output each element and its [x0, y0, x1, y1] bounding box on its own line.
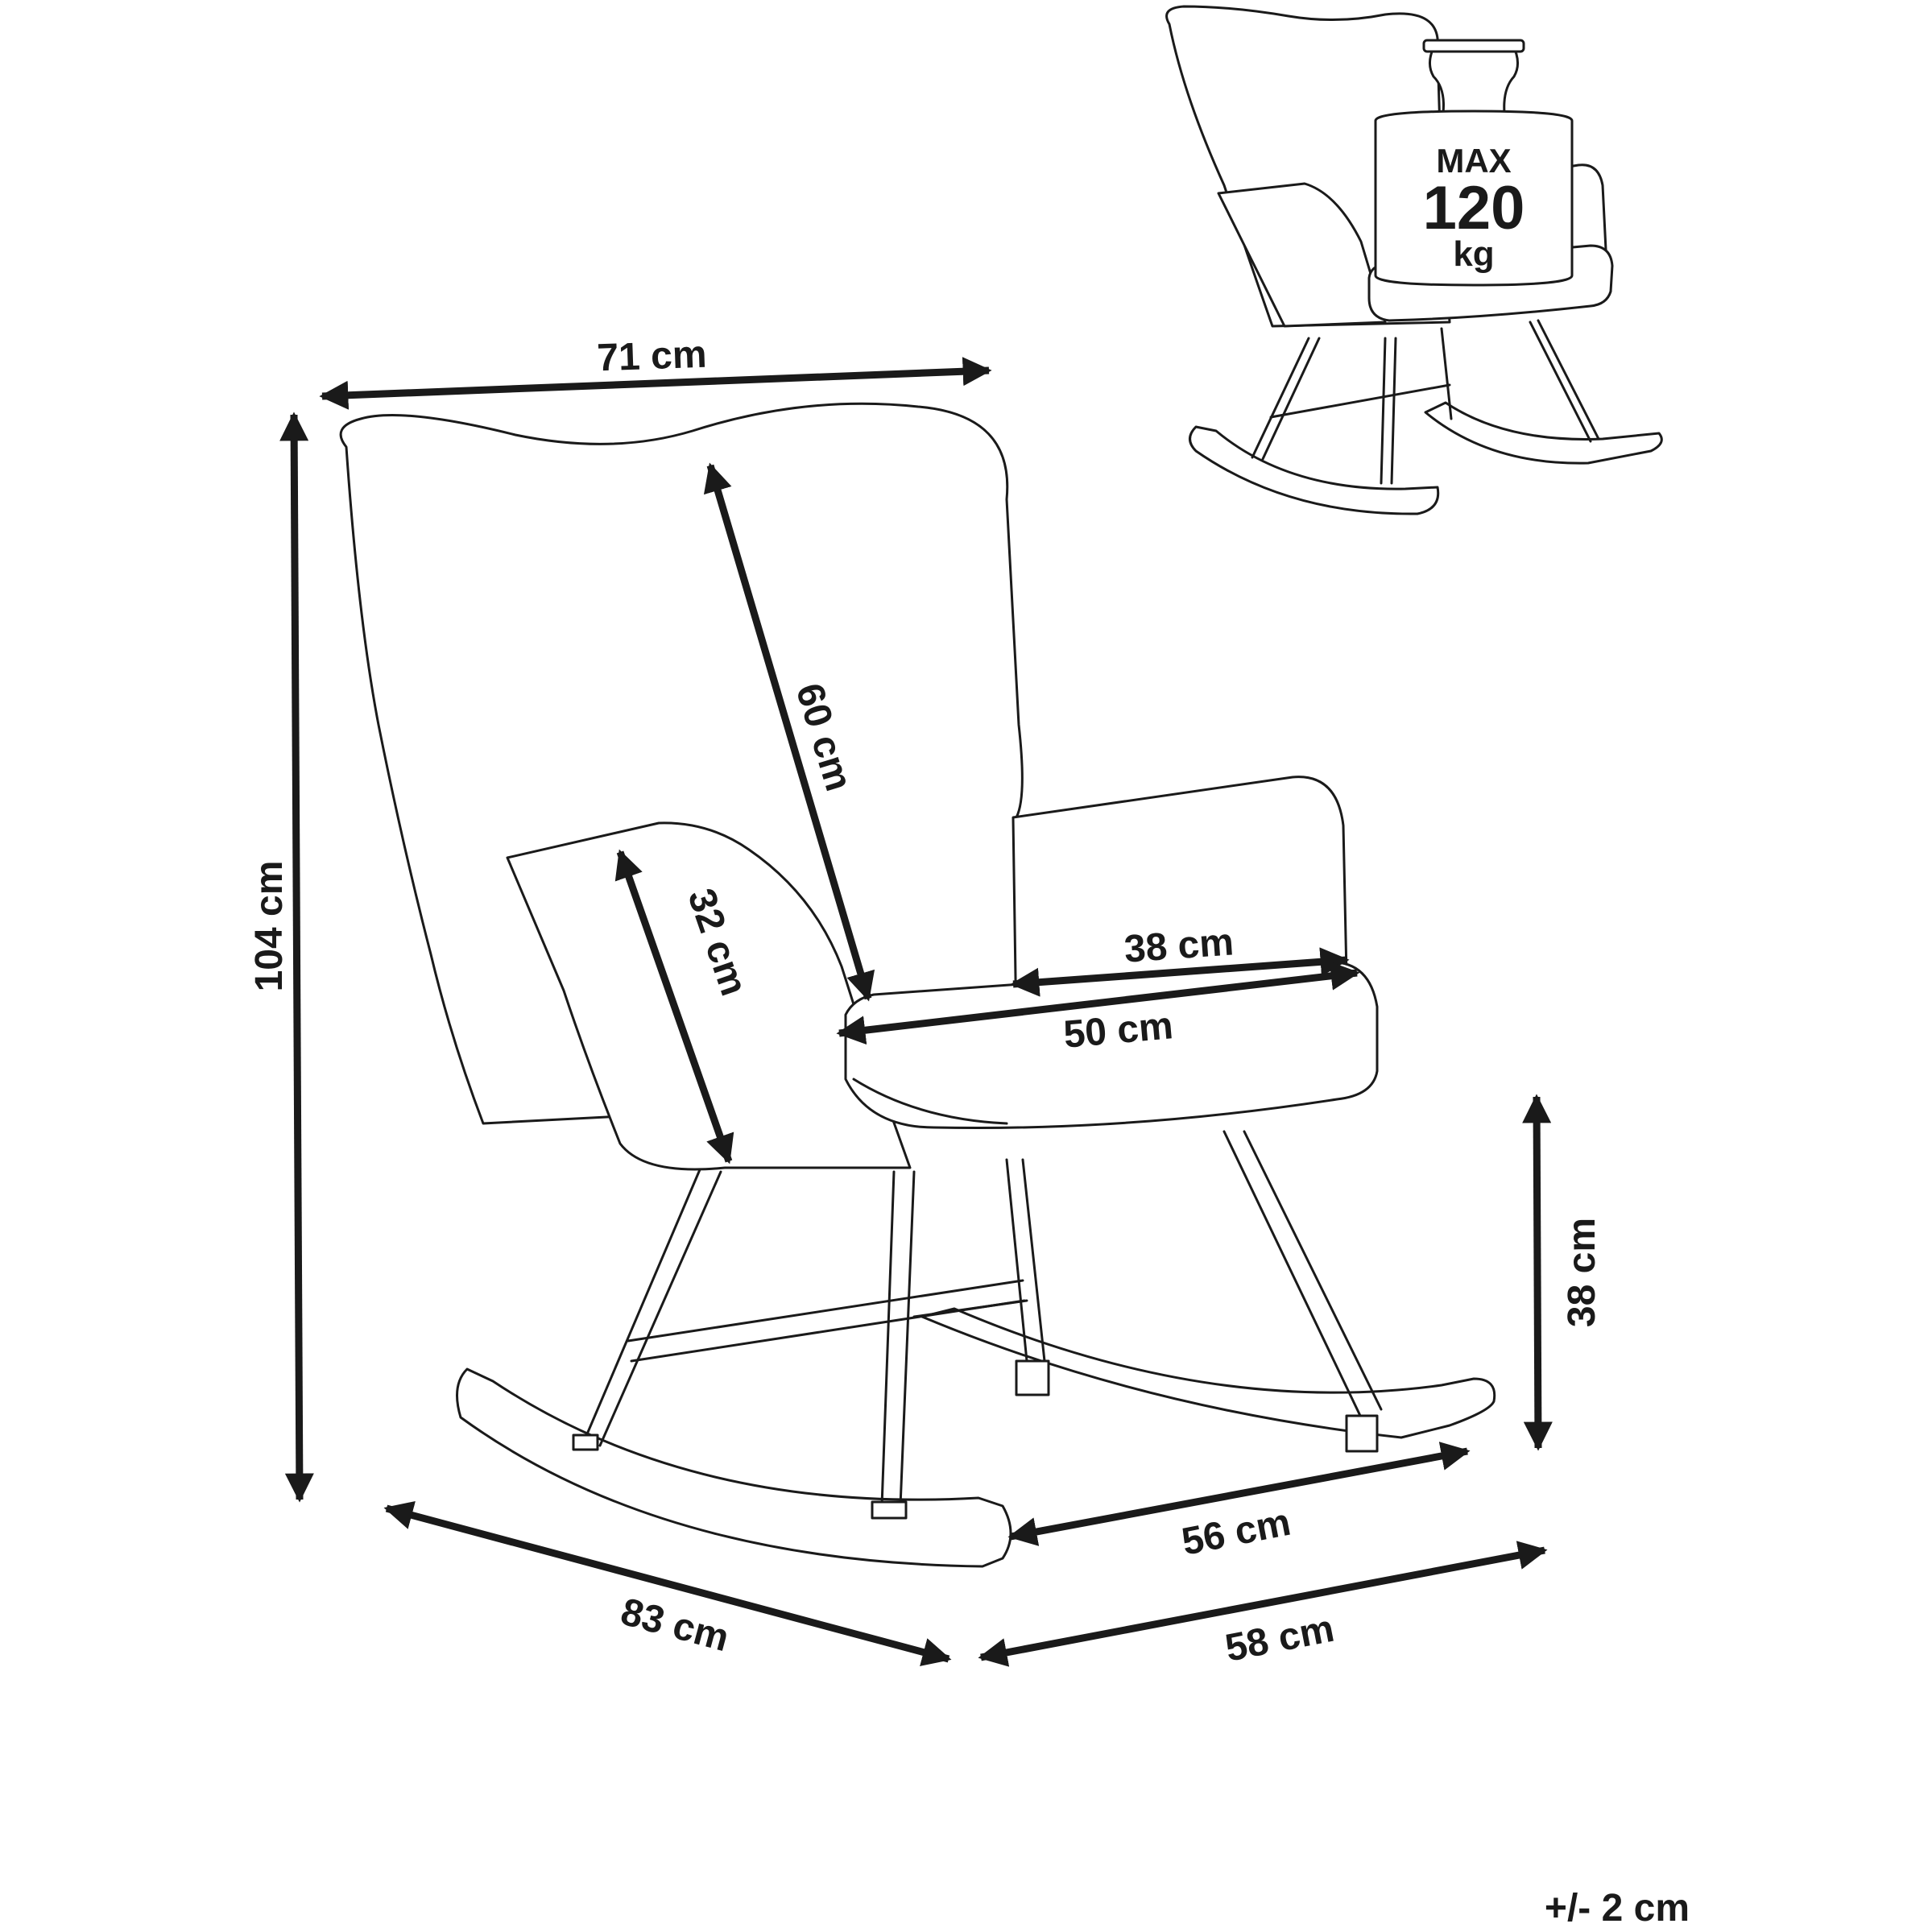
front-rocker: [456, 1367, 1012, 1568]
arrow-seat-width: [836, 961, 1360, 1045]
label-seat-depth: 38 cm: [1123, 920, 1235, 970]
arrow-height-total: [279, 412, 314, 1503]
arrow-base-width: [978, 1541, 1548, 1667]
main-chair-drawing: [339, 402, 1496, 1568]
weight-badge: MAX 120 kg: [1374, 39, 1574, 287]
arrow-width-top: [319, 357, 992, 410]
small-back-rocker: [1424, 401, 1663, 465]
dimension-arrows: [279, 357, 1553, 1667]
label-width-top: 71 cm: [597, 333, 708, 380]
seat-shell-edge: [852, 1078, 1008, 1125]
small-left-wing: [1217, 182, 1387, 328]
label-depth-total: 83 cm: [616, 1591, 733, 1660]
badge-max-text: MAX: [1436, 142, 1511, 180]
weight-body: [1374, 110, 1574, 287]
chair-legs: [572, 1130, 1383, 1520]
label-height-total: 104 cm: [248, 861, 291, 992]
label-base-width: 58 cm: [1222, 1607, 1338, 1670]
arrow-backrest-height: [703, 462, 875, 1002]
label-rocker-width: 56 cm: [1178, 1501, 1294, 1564]
badge-unit-text: kg: [1453, 234, 1494, 274]
tolerance-note: +/- 2 cm: [1545, 1887, 1690, 1930]
weight-top-cap: [1422, 39, 1525, 53]
back-rocker: [920, 1307, 1496, 1439]
arrow-seat-height: [1522, 1094, 1553, 1451]
small-chair-legs: [1251, 319, 1600, 485]
badge-number-text: 120: [1423, 174, 1525, 242]
arrow-rocker-width: [1007, 1442, 1471, 1546]
weight-handle-icon: [1429, 43, 1519, 114]
arrow-armrest-height: [614, 849, 734, 1165]
label-seat-width: 50 cm: [1062, 1004, 1175, 1057]
label-seat-height: 38 cm: [1561, 1218, 1603, 1327]
small-front-rocker: [1189, 425, 1440, 515]
arrow-depth-total: [383, 1500, 952, 1667]
load-capacity-illustration: MAX 120 kg: [1165, 5, 1663, 515]
